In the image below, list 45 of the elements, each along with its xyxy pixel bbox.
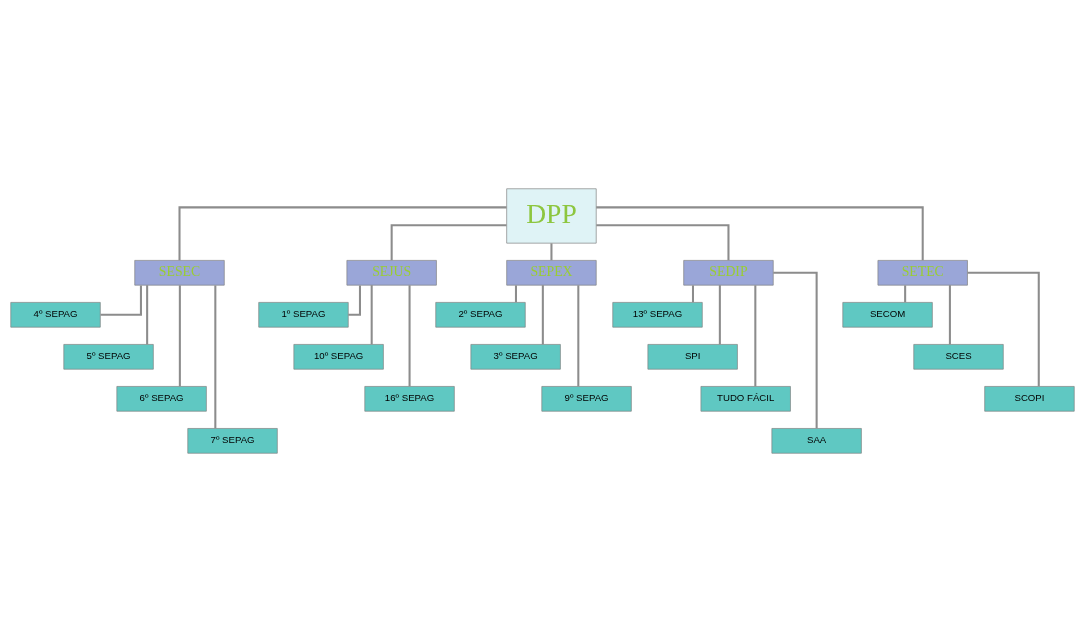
connector — [178, 284, 181, 386]
node-box: TUDO FÁCIL — [700, 385, 791, 412]
connector — [370, 284, 373, 344]
connector — [967, 271, 1040, 386]
node-box: SEDIP — [683, 259, 774, 286]
connector — [514, 284, 517, 302]
node-box: 4º SEPAG — [10, 301, 101, 328]
node-box: SCOPI — [984, 385, 1075, 412]
node-box: SESEC — [134, 259, 225, 286]
node-box: 7º SEPAG — [187, 427, 278, 454]
node-box: 5º SEPAG — [63, 343, 154, 370]
node-box: 1º SEPAG — [258, 301, 349, 328]
connector — [408, 284, 411, 386]
node-box: SPI — [647, 343, 738, 370]
node-box: 6º SEPAG — [116, 385, 207, 412]
node-box: SAA — [771, 427, 862, 454]
connector — [596, 205, 924, 260]
connector — [348, 284, 361, 316]
connector — [100, 284, 142, 316]
connector — [718, 284, 721, 344]
connector — [577, 284, 580, 386]
connector — [550, 242, 553, 260]
node-box: 16º SEPAG — [364, 385, 455, 412]
node-box: SEPEX — [506, 259, 597, 286]
connector — [541, 284, 544, 344]
connector — [596, 223, 730, 260]
connector — [146, 284, 149, 344]
connector — [904, 284, 907, 302]
connector — [178, 205, 507, 260]
connector — [691, 284, 695, 302]
node-box: 10º SEPAG — [293, 343, 384, 370]
connector — [390, 223, 507, 260]
connector — [214, 284, 217, 428]
node-box: SECOM — [842, 301, 933, 328]
node-box: DPP — [506, 187, 597, 243]
connector — [754, 284, 757, 386]
node-box: SCES — [913, 343, 1004, 370]
node-box: 3º SEPAG — [470, 343, 561, 370]
node-box: 9º SEPAG — [541, 385, 632, 412]
node-box: 13º SEPAG — [612, 301, 703, 328]
connector — [773, 271, 818, 428]
node-box: SEJUS — [346, 259, 437, 286]
node-box: 2º SEPAG — [435, 301, 526, 328]
connector — [948, 284, 951, 344]
node-box: SETEC — [877, 259, 968, 286]
